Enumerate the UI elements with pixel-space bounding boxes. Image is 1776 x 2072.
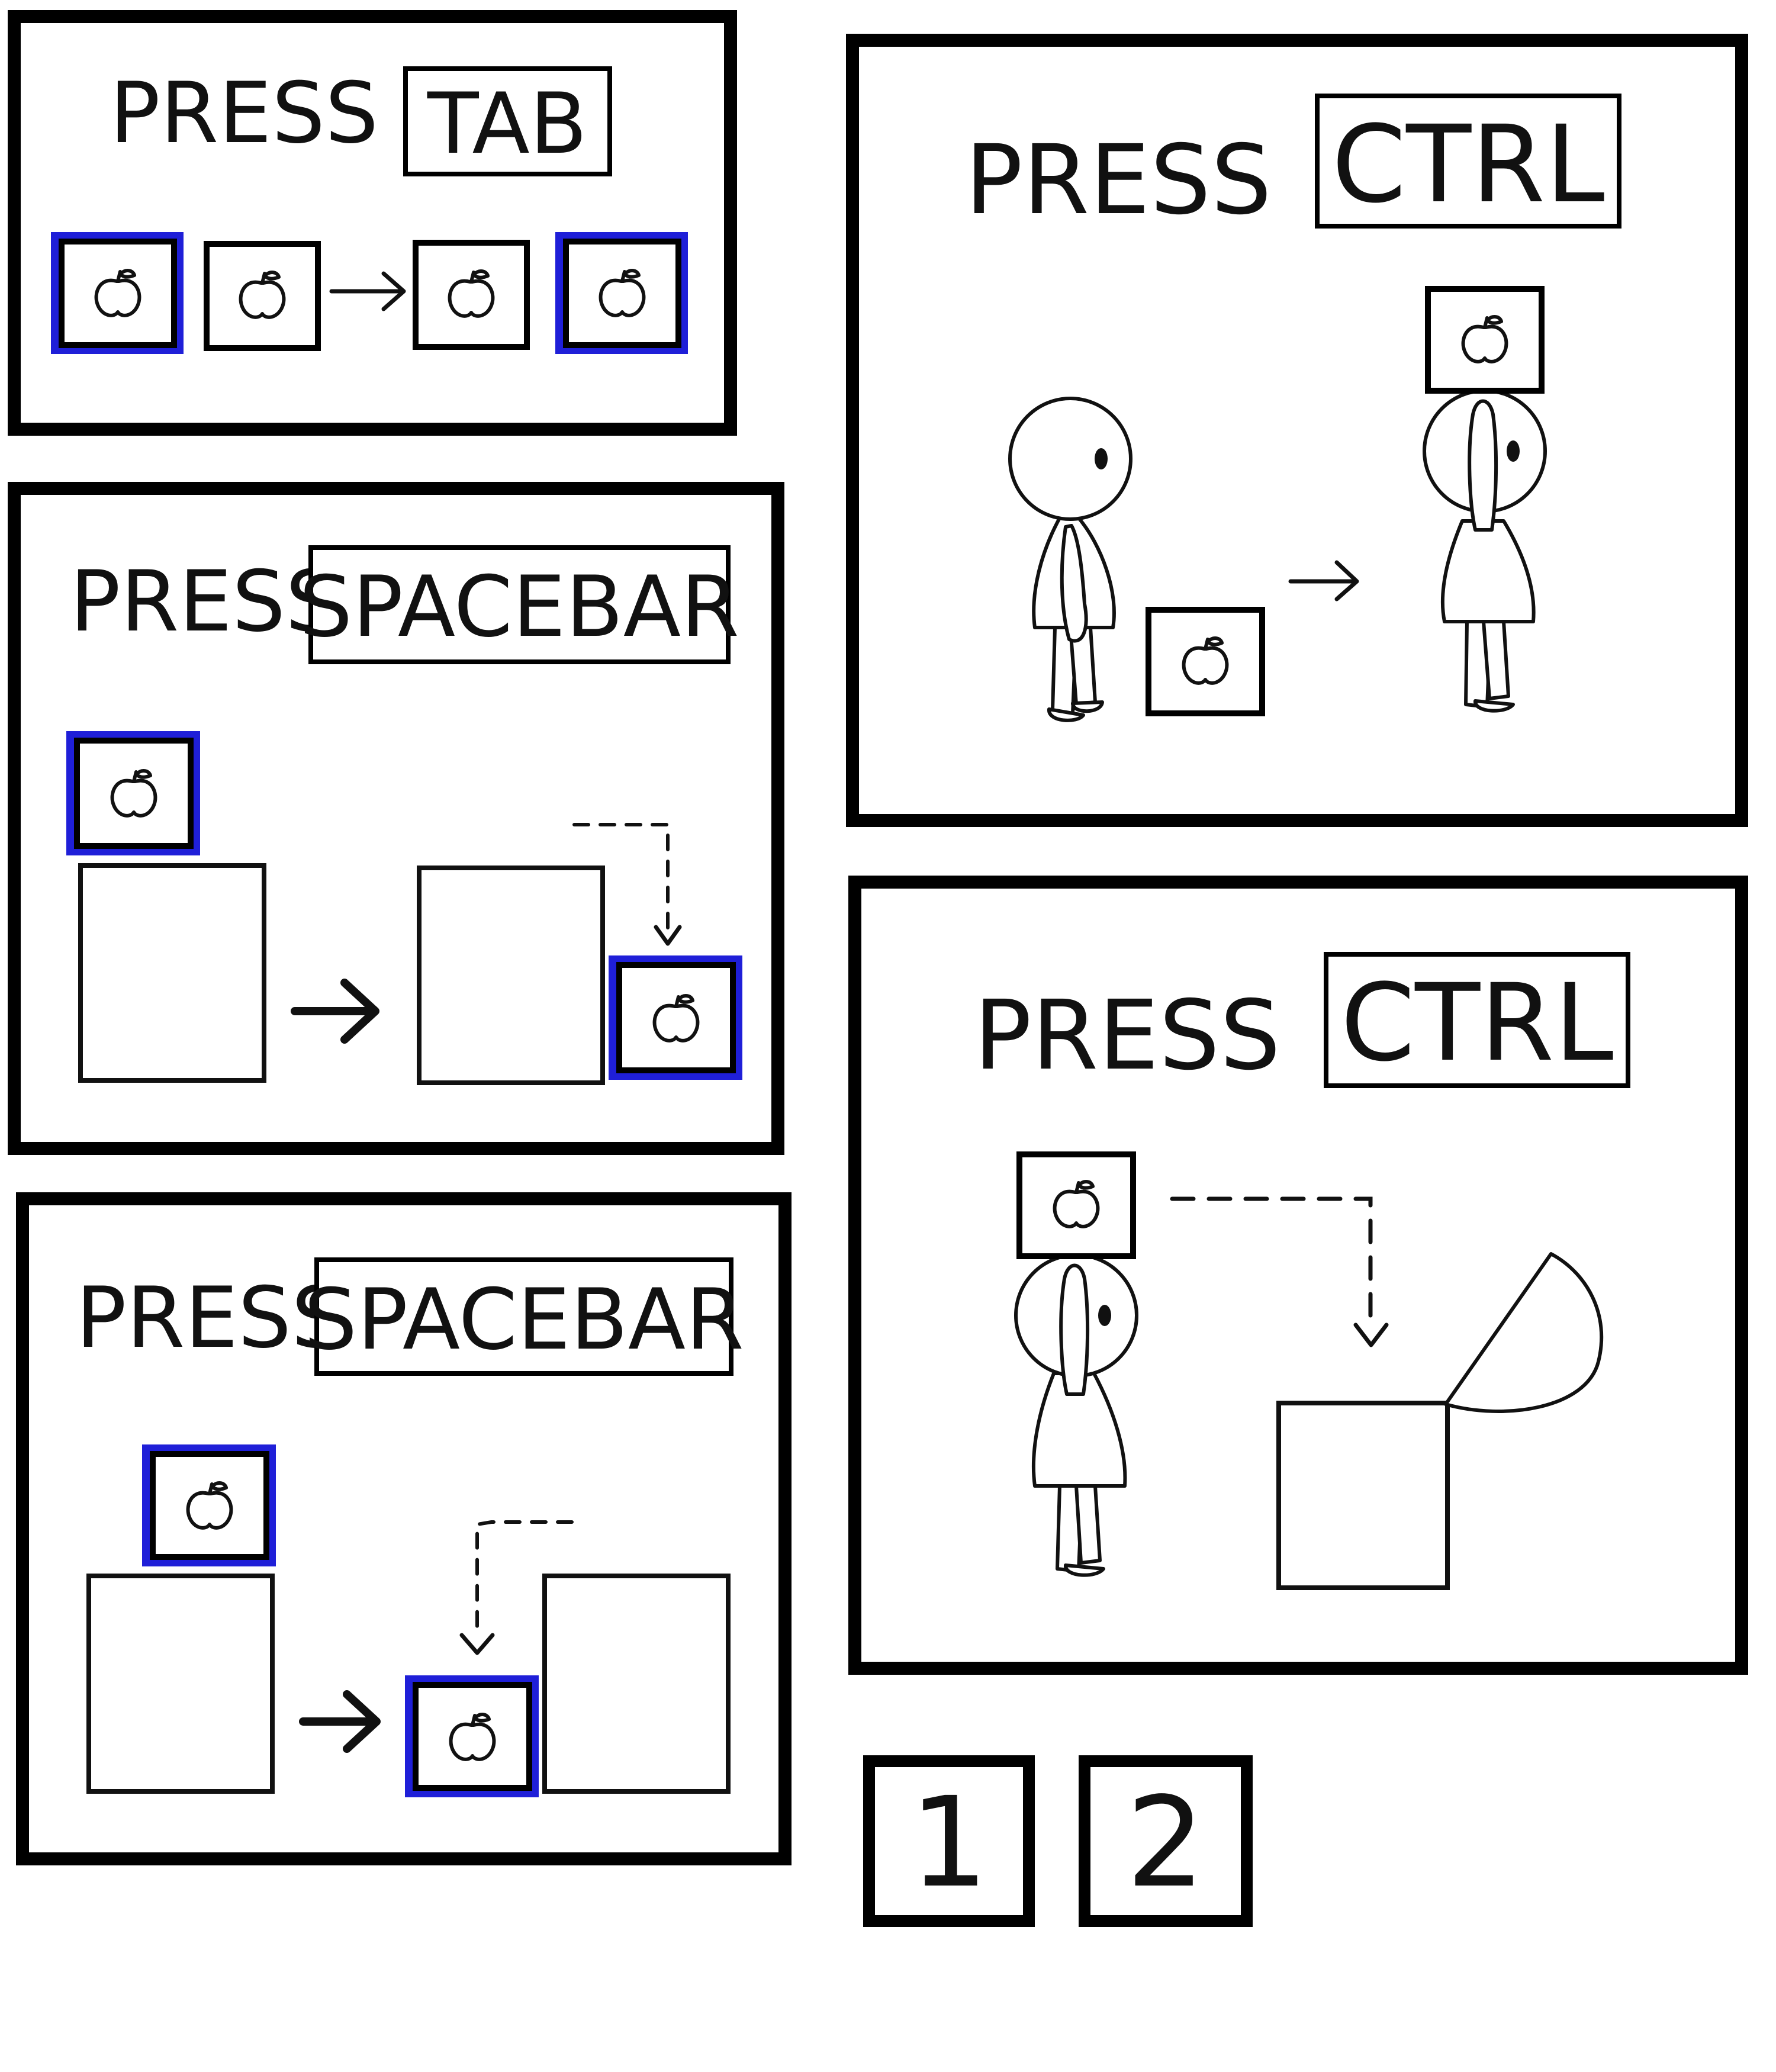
- down-arrow-icon: [459, 1633, 495, 1655]
- ctrl-key-label: CTRL: [1332, 103, 1605, 227]
- press-label: PRESS: [965, 125, 1272, 236]
- stick-figure-holding-item: [1014, 1151, 1138, 1577]
- drop-path: [1170, 1196, 1373, 1323]
- stick-figure-holding-item: [1423, 286, 1547, 713]
- press-label: PRESS: [76, 1269, 345, 1367]
- press-label: PRESS: [974, 980, 1280, 1092]
- right-arrow-icon: [291, 979, 379, 1044]
- ctrl-key-label: CTRL: [1341, 961, 1614, 1085]
- spacebar-key: [308, 545, 731, 664]
- number-key-2: 2: [1079, 1755, 1253, 1927]
- down-arrow-icon: [1353, 1323, 1389, 1347]
- container-box-left: [86, 1574, 275, 1794]
- panel-ctrl-2: PRESS CTRL: [848, 876, 1748, 1675]
- panel-ctrl-1: PRESS CTRL: [846, 34, 1748, 827]
- tab-key-label: TAB: [427, 75, 587, 173]
- spacebar-key-label: SPACEBAR: [304, 1271, 744, 1369]
- ctrl-key: [1324, 952, 1630, 1088]
- spacebar-key: [314, 1257, 733, 1376]
- item-selected: [142, 1444, 276, 1566]
- number-key-2-label: 2: [1126, 1770, 1205, 1915]
- right-arrow-icon: [299, 1690, 381, 1753]
- item-selected-end: [555, 232, 688, 354]
- container-box-right: [542, 1574, 731, 1794]
- item-selected-dropped: [405, 1675, 539, 1797]
- item-on-floor: [1146, 607, 1265, 716]
- drop-path: [475, 1520, 574, 1636]
- panel-tab: PRESS TAB: [8, 10, 737, 436]
- panel-spacebar-1: PRESS SPACEBAR: [8, 482, 784, 1155]
- item-unselected: [413, 240, 530, 350]
- spacebar-key-label: SPACEBAR: [299, 558, 739, 656]
- item-selected-start: [51, 232, 184, 354]
- down-arrow-icon: [654, 925, 682, 946]
- item-selected: [66, 731, 200, 855]
- item-unselected: [204, 241, 321, 351]
- container-box-right: [417, 866, 605, 1085]
- drop-path: [572, 823, 670, 937]
- container-box-left: [78, 863, 266, 1083]
- press-label: PRESS: [110, 65, 378, 162]
- right-arrow-icon: [329, 271, 406, 311]
- press-label: PRESS: [70, 553, 339, 651]
- open-box-icon: [1276, 1252, 1604, 1590]
- item-selected-dropped: [609, 955, 742, 1080]
- ctrl-key: [1315, 94, 1621, 229]
- number-key-1-label: 1: [909, 1770, 989, 1915]
- panel-spacebar-2: PRESS SPACEBAR: [16, 1192, 792, 1865]
- stick-figure-icon: [1008, 397, 1132, 722]
- tab-key: [403, 66, 612, 176]
- right-arrow-icon: [1288, 560, 1359, 601]
- number-key-1: 1: [863, 1755, 1035, 1927]
